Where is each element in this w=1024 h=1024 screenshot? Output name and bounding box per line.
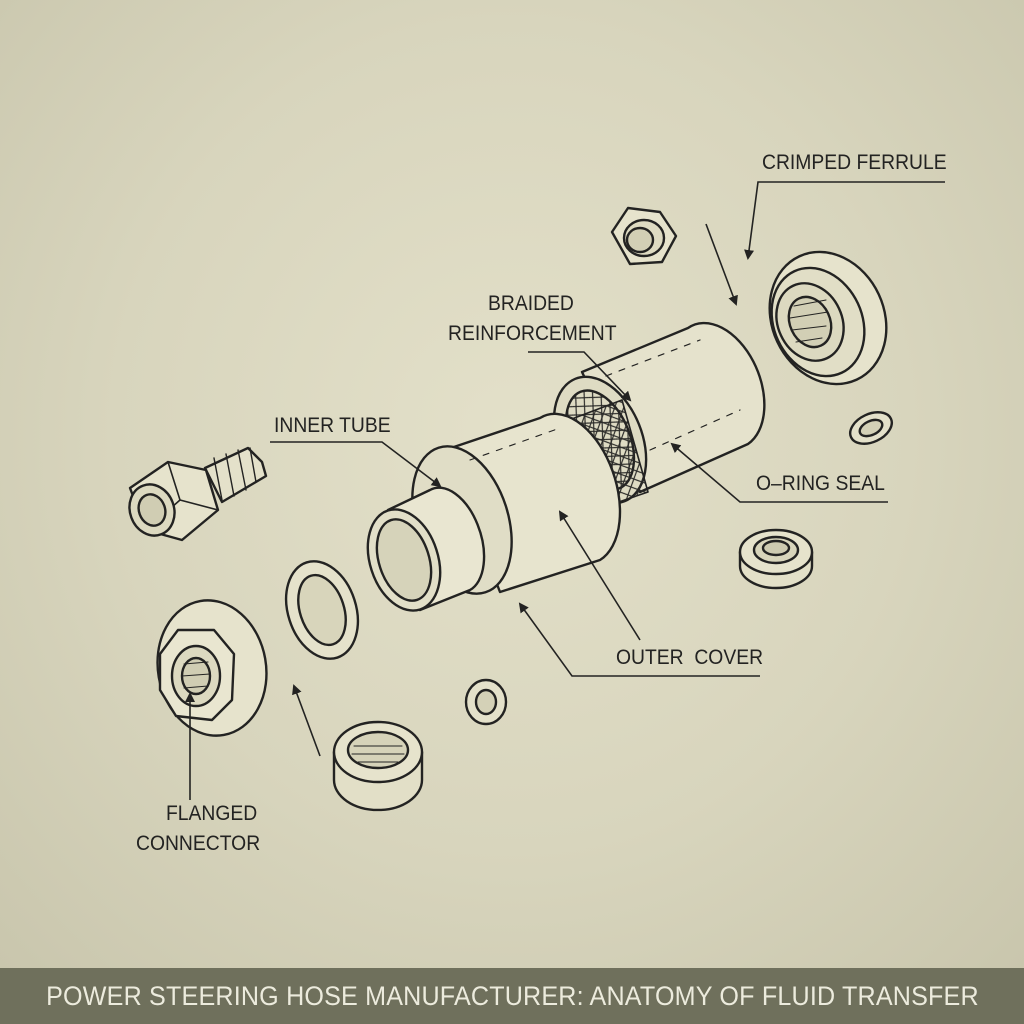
flanged-connector-part	[156, 599, 268, 737]
small-washer-bottom	[464, 678, 508, 726]
washer-ring	[284, 560, 360, 660]
exploded-hose-diagram	[128, 181, 945, 812]
leader-outer-cover	[518, 602, 760, 677]
label-flanged-connector-2: CONNECTOR	[136, 832, 261, 855]
leader-arrow-washer	[292, 684, 321, 757]
label-braided-reinforcement-2: REINFORCEMENT	[448, 322, 617, 345]
crimped-ferrule-part	[768, 250, 888, 386]
threaded-cap	[332, 720, 424, 812]
leader-inner-tube	[270, 441, 442, 488]
leader-o-ring-seal	[670, 442, 888, 503]
o-ring-seal-part	[738, 528, 814, 590]
label-outer-cover: OUTER COVER	[616, 646, 764, 669]
small-washer-right	[849, 411, 893, 445]
inner-tube-part	[366, 486, 486, 612]
label-flanged-connector-1: FLANGED	[166, 802, 258, 825]
hex-bolt-fitting	[128, 446, 268, 542]
label-o-ring-seal: O–RING SEAL	[756, 472, 885, 495]
label-crimped-ferrule: CRIMPED FERRULE	[762, 151, 947, 174]
leader-arrow-ferrule	[705, 223, 738, 306]
footer-title: POWER STEERING HOSE MANUFACTURER: ANATOM…	[45, 980, 979, 1011]
leader-braided-reinforcement	[528, 351, 632, 402]
leader-outer-cover-2	[558, 510, 641, 641]
leader-crimped-ferrule	[744, 181, 945, 260]
small-hex-nut	[610, 206, 678, 266]
label-braided-reinforcement-1: BRAIDED	[488, 292, 574, 315]
footer-banner: POWER STEERING HOSE MANUFACTURER: ANATOM…	[0, 968, 1024, 1024]
label-inner-tube: INNER TUBE	[274, 414, 391, 437]
